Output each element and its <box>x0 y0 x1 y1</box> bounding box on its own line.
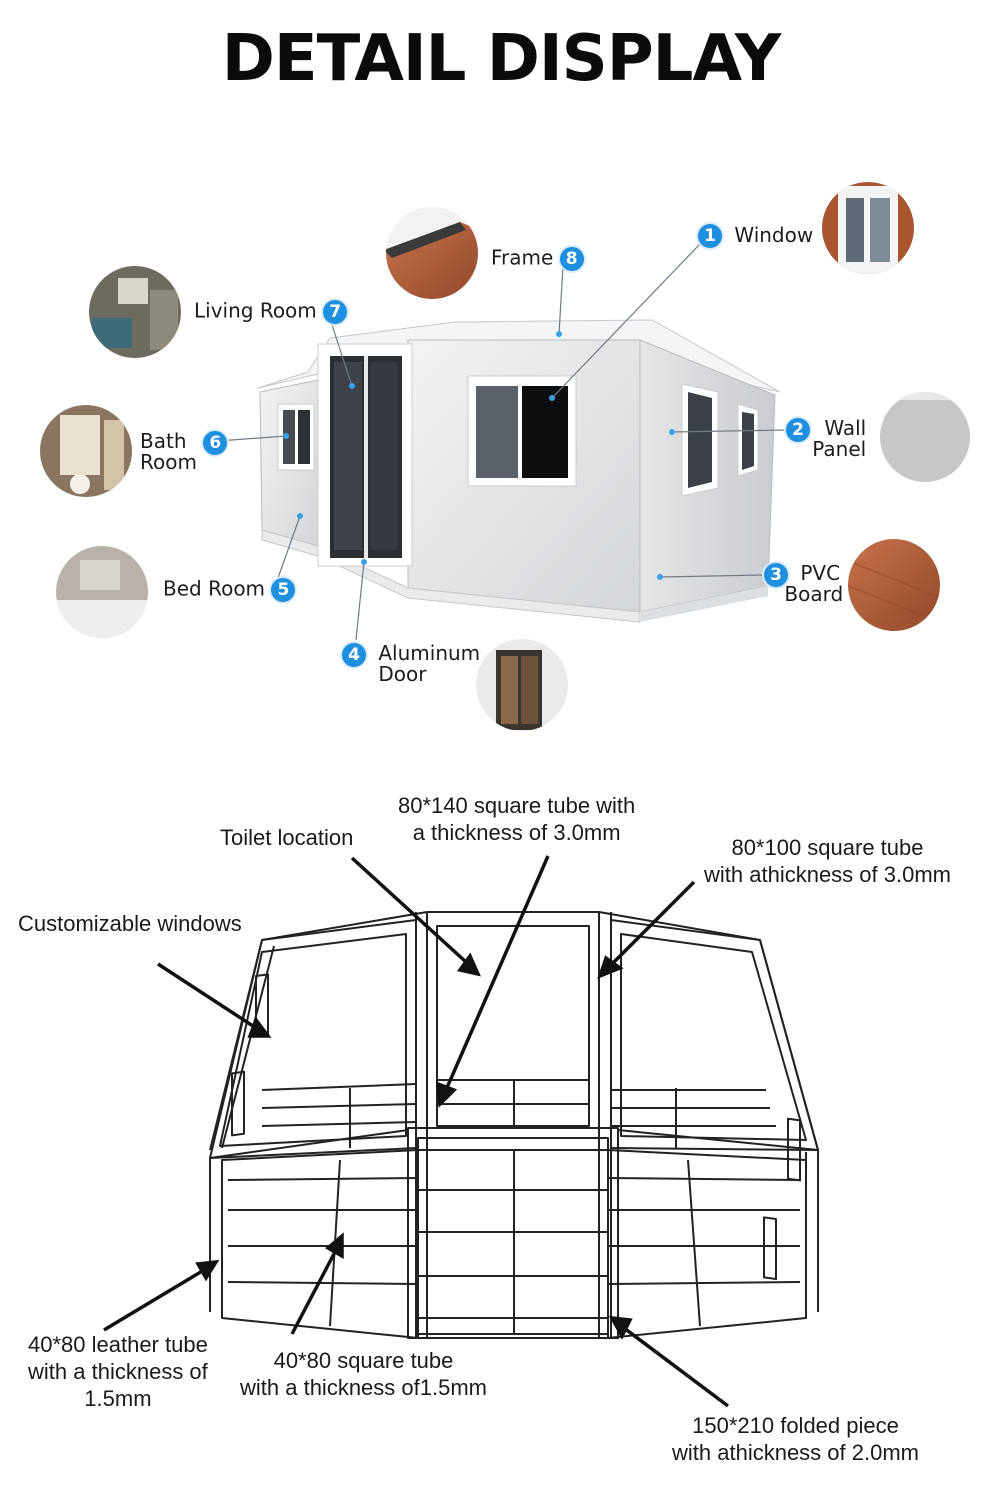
callout-wall-panel: 2 Wall Panel <box>786 418 866 460</box>
annotation-text: a thickness of 3.0mm <box>412 820 621 845</box>
pvc-board-thumbnail <box>848 539 940 631</box>
callout-label: Panel <box>812 437 867 461</box>
aluminum-door-thumbnail <box>476 639 568 731</box>
callout-window: 1 Window <box>698 224 813 248</box>
page-title: DETAIL DISPLAY <box>221 22 781 96</box>
living-room-thumbnail <box>89 266 181 358</box>
callout-label: Bath <box>140 429 187 453</box>
annotation-customizable-windows: Customizable windows <box>18 910 242 937</box>
annotation-leather-tube: 40*80 leather tube with a thickness of 1… <box>28 1331 208 1412</box>
annotation-toilet-location: Toilet location <box>220 824 353 851</box>
annotation-text: with athickness of 3.0mm <box>704 862 951 887</box>
annotation-text: with a thickness of1.5mm <box>240 1375 487 1400</box>
callout-label: Room <box>140 450 197 474</box>
callout-label: Window <box>734 222 814 247</box>
annotation-80x140-tube: 80*140 square tube with a thickness of 3… <box>398 792 635 846</box>
annotation-text: 40*80 square tube <box>273 1348 454 1373</box>
callout-aluminum-door: 4 Aluminum Door <box>342 643 480 685</box>
annotation-text: 150*210 folded piece <box>692 1413 899 1438</box>
callout-number-5: 5 <box>271 578 296 602</box>
callout-pvc-board: 3 PVC Board <box>764 563 843 605</box>
annotation-text: Toilet location <box>220 825 354 850</box>
bath-room-thumbnail <box>40 405 132 497</box>
frame-thumbnail <box>386 207 478 299</box>
annotation-folded-piece: 150*210 folded piece with athickness of … <box>672 1412 919 1466</box>
callout-label: Frame <box>491 245 554 270</box>
callout-label: Living Room <box>194 298 317 323</box>
callout-label: Aluminum <box>378 641 481 665</box>
callout-number-3: 3 <box>764 563 788 587</box>
callout-frame: Frame 8 <box>491 247 584 271</box>
annotation-text: Customizable windows <box>18 911 242 936</box>
bed-room-thumbnail <box>56 546 148 638</box>
house-illustration <box>40 182 970 731</box>
annotation-text: 40*80 leather tube <box>28 1332 208 1357</box>
callout-number-7: 7 <box>323 300 348 324</box>
callout-label: Wall <box>824 416 867 440</box>
annotation-text: 80*100 square tube <box>731 835 924 860</box>
callout-number-2: 2 <box>786 418 810 442</box>
callout-label: Board <box>784 582 844 606</box>
annotation-text: with a thickness of <box>28 1359 208 1384</box>
callout-number-8: 8 <box>559 247 584 271</box>
annotation-text: with athickness of 2.0mm <box>672 1440 919 1465</box>
annotation-40x80-square-tube: 40*80 square tube with a thickness of1.5… <box>240 1347 487 1401</box>
annotation-80x100-tube: 80*100 square tube with athickness of 3.… <box>704 834 951 888</box>
callout-label: Door <box>378 662 427 686</box>
leader-lines <box>217 243 787 641</box>
container-house <box>257 319 781 623</box>
callout-living-room: Living Room 7 <box>194 298 348 324</box>
callout-bath-room: Bath Room 6 <box>140 429 228 474</box>
annotation-arrows <box>103 855 730 1408</box>
window-thumbnail <box>822 182 914 274</box>
callout-number-1: 1 <box>698 224 722 248</box>
callout-bed-room: Bed Room 5 <box>163 576 296 602</box>
callout-label: PVC <box>800 561 841 585</box>
annotation-text: 80*140 square tube with <box>398 793 636 818</box>
callout-number-6: 6 <box>203 431 228 455</box>
annotation-text: 1.5mm <box>84 1386 152 1411</box>
callout-label: Bed Room <box>163 576 266 601</box>
callout-number-4: 4 <box>342 643 366 667</box>
wall-panel-thumbnail <box>880 392 970 482</box>
